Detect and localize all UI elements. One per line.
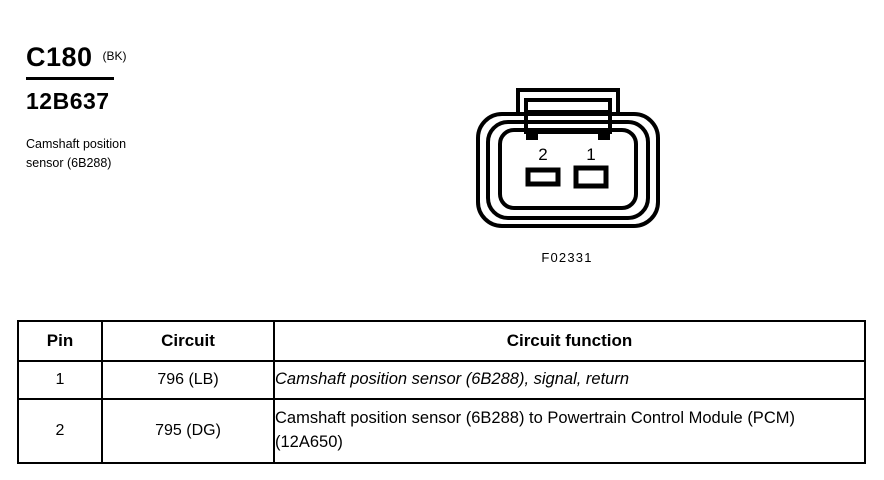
column-header-pin: Pin — [17, 320, 103, 362]
latch-bracket-outline — [516, 88, 620, 114]
table-body: 1 796 (LB) Camshaft position sensor (6B2… — [17, 360, 866, 464]
connector-identification-block: C180 (BK) 12B637 Camshaft position senso… — [26, 44, 286, 174]
figure-caption: F02331 — [541, 250, 593, 265]
connector-cavity-wall — [498, 128, 638, 210]
cell-pin: 2 — [17, 398, 103, 464]
cell-circuit: 796 (LB) — [101, 360, 275, 400]
cell-circuit-function: Camshaft position sensor (6B288), signal… — [273, 360, 866, 400]
terminal-cavity-2 — [525, 167, 561, 187]
table-row: 1 796 (LB) Camshaft position sensor (6B2… — [17, 360, 866, 400]
connector-color-code: (BK) — [102, 49, 127, 63]
connector-id: C180 — [26, 42, 93, 72]
table-header: Pin Circuit Circuit function — [17, 320, 866, 362]
component-description-line-2: sensor (6B288) — [26, 156, 112, 171]
connector-part-number: 12B637 — [26, 88, 110, 114]
connector-id-underline — [26, 77, 114, 80]
column-header-circuit-function: Circuit function — [273, 320, 866, 362]
cell-pin: 1 — [17, 360, 103, 400]
pin-number-label-1: 1 — [586, 145, 595, 164]
connector-id-row: C180 (BK) — [26, 44, 286, 71]
latch-foot-left — [526, 132, 538, 140]
connector-shell-middle — [486, 120, 650, 220]
connector-shell-outer — [476, 112, 660, 228]
latch-foot-right — [598, 132, 610, 140]
table-header-row: Pin Circuit Circuit function — [17, 320, 866, 362]
terminal-cavity-1 — [573, 165, 609, 189]
column-header-circuit: Circuit — [101, 320, 275, 362]
connector-figure: 2 1 F02331 — [466, 84, 676, 265]
cell-circuit-function: Camshaft position sensor (6B288) to Powe… — [273, 398, 866, 464]
pinout-table: Pin Circuit Circuit function 1 796 (LB) … — [17, 320, 866, 464]
component-description: Camshaft position sensor (6B288) — [26, 135, 186, 174]
component-description-line-1: Camshaft position — [26, 137, 127, 151]
pin-number-label-2: 2 — [538, 145, 547, 164]
connector-face-illustration: 2 1 — [476, 88, 660, 228]
table-row: 2 795 (DG) Camshaft position sensor (6B2… — [17, 398, 866, 464]
cell-circuit: 795 (DG) — [101, 398, 275, 464]
